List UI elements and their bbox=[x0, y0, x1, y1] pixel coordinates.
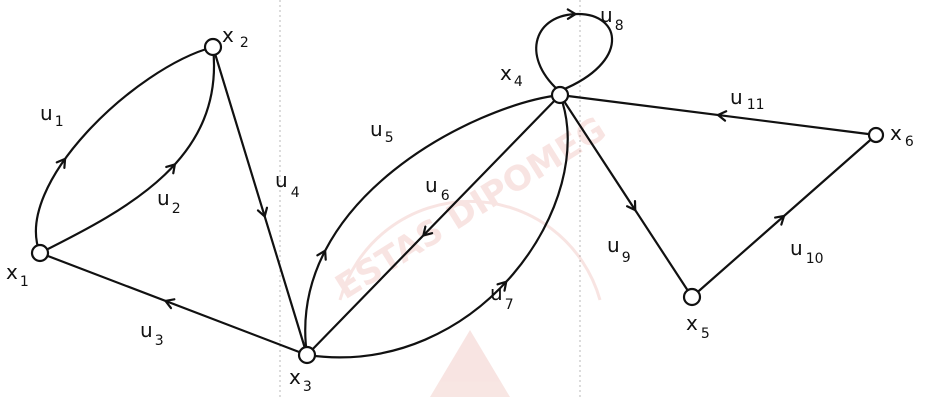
arrowhead-u11 bbox=[716, 110, 728, 122]
edge-u4 bbox=[211, 45, 309, 357]
vertex-x5 bbox=[682, 287, 702, 307]
arrowhead-u6 bbox=[422, 225, 434, 237]
edge-u9 bbox=[558, 93, 694, 299]
arrowhead-u8 bbox=[566, 8, 577, 20]
edge-label-u9: u9 bbox=[607, 233, 631, 266]
arrowhead-u1 bbox=[55, 157, 67, 169]
watermark-seal: ESTAS DIPOMEG bbox=[329, 109, 613, 397]
vertex-x1 bbox=[30, 243, 50, 263]
arrowhead-u2 bbox=[165, 163, 176, 175]
vertex-x2 bbox=[203, 37, 223, 57]
watermark-arc bbox=[338, 199, 602, 301]
edge-u3 bbox=[38, 251, 309, 357]
arrowhead-u3 bbox=[164, 298, 176, 310]
arrowhead-u10 bbox=[774, 214, 786, 226]
edge-u6 bbox=[305, 93, 562, 357]
edge-u1 bbox=[34, 45, 215, 255]
vertex-x4 bbox=[550, 85, 570, 105]
watermark-emblem bbox=[430, 330, 510, 397]
arrowhead-u9 bbox=[626, 200, 637, 212]
edge-arrowheads bbox=[55, 8, 786, 310]
edge-u5 bbox=[304, 93, 562, 357]
arrowhead-u7 bbox=[496, 280, 508, 292]
vertex-x6 bbox=[867, 126, 885, 144]
arrowhead-u5 bbox=[316, 249, 327, 261]
arrowhead-u4 bbox=[256, 206, 269, 218]
edge-u8 bbox=[535, 12, 614, 92]
edge-label-u4: u4 bbox=[275, 168, 300, 201]
vertex-x3 bbox=[297, 345, 317, 365]
edge-u2 bbox=[38, 45, 216, 255]
edge-u7 bbox=[305, 93, 569, 359]
